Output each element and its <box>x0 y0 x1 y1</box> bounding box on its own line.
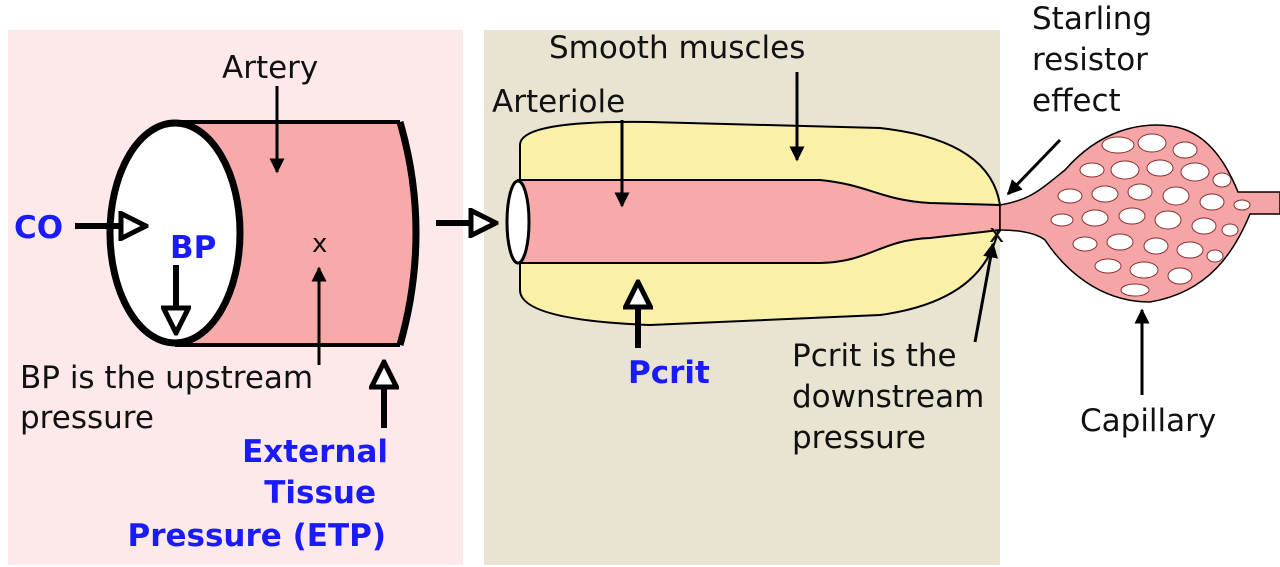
arteriole-opening <box>505 179 531 265</box>
bp-note-line1: BP is the upstream <box>20 360 313 396</box>
pcrit-label: Pcrit <box>628 355 710 391</box>
co-label: CO <box>14 210 63 246</box>
etp-label-line3: Pressure (ETP) <box>128 518 387 554</box>
artery-x-mark: x <box>312 229 327 259</box>
pcrit-note-line3: pressure <box>792 420 926 456</box>
capillary-label: Capillary <box>1080 403 1216 439</box>
starling-pointer <box>1006 138 1062 196</box>
arteriole-label: Arteriole <box>492 84 625 120</box>
artery-cylinder <box>106 119 420 347</box>
starling-label-line3: effect <box>1032 83 1121 119</box>
arteriole-vessel <box>505 120 1001 327</box>
artery-opening <box>106 119 244 347</box>
etp-label-line1: External <box>242 434 388 470</box>
capillary-holes <box>1050 133 1251 297</box>
bp-label: BP <box>170 230 216 266</box>
starling-label-line1: Starling <box>1032 1 1152 37</box>
pcrit-note-line1: Pcrit is the <box>792 338 957 374</box>
capillary-network <box>999 124 1280 303</box>
pcrit-note-line2: downstream <box>792 379 984 415</box>
starling-label-line2: resistor <box>1032 42 1148 78</box>
smooth-muscles-label: Smooth muscles <box>549 30 805 66</box>
pcrit-note-pointer <box>973 242 998 343</box>
bp-note-line2: pressure <box>20 400 154 436</box>
etp-label-line2: Tissue <box>264 475 376 511</box>
arteriole-lumen <box>517 179 1001 264</box>
artery-label: Artery <box>222 50 318 86</box>
